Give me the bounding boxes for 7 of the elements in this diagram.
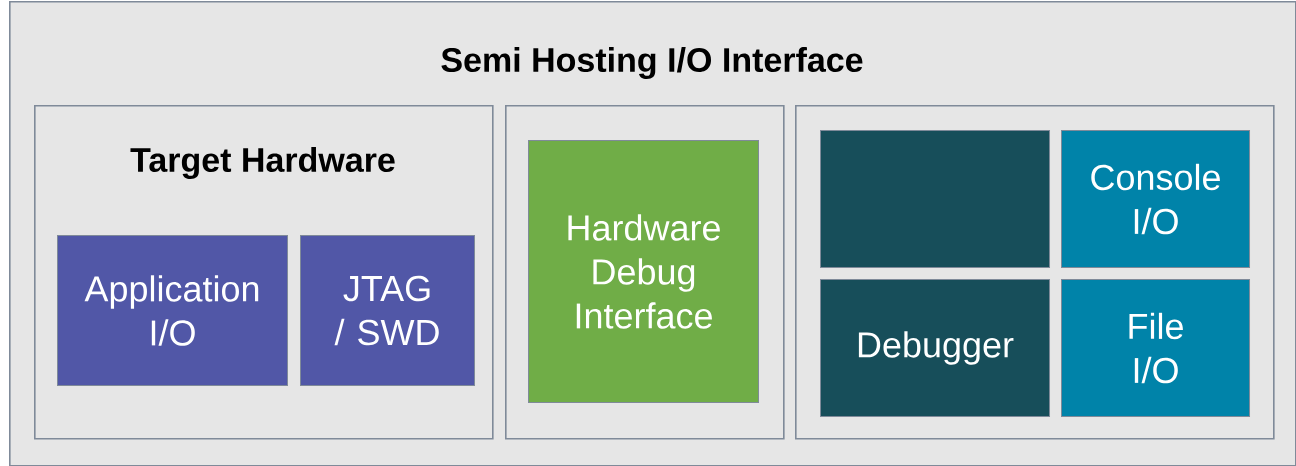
block: Console I/O <box>1061 130 1250 268</box>
block: Debugger <box>820 279 1050 417</box>
block: Hardware Debug Interface <box>528 140 759 403</box>
block: File I/O <box>1061 279 1250 417</box>
block: JTAG / SWD <box>300 235 475 386</box>
block: Application I/O <box>57 235 288 386</box>
block <box>820 130 1050 268</box>
